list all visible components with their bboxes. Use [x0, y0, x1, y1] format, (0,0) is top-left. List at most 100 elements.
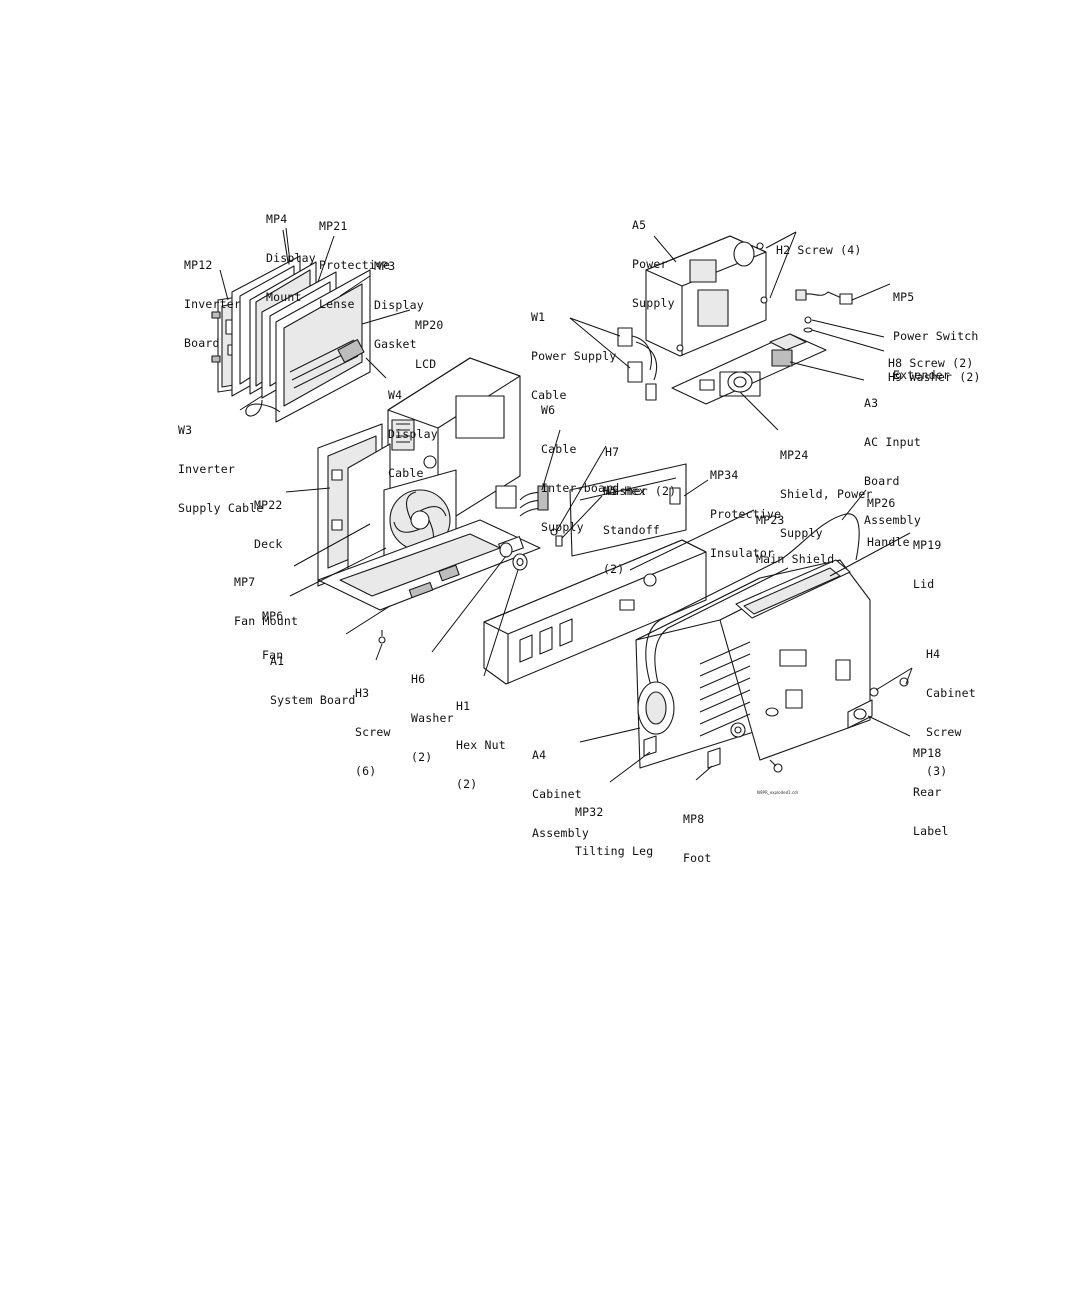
callout-w1-line2: Power Supply [531, 349, 617, 363]
lcd-panel [275, 269, 371, 423]
callout-mp32-line2: Tilting Leg [575, 844, 654, 858]
callout-mp34-line1: MP34 [710, 468, 739, 482]
callout-mp20-line1: MP20 [415, 318, 444, 332]
callout-w1-line3: Cable [531, 388, 567, 402]
callout-mp21: MP21 Protective Lense [319, 194, 390, 324]
callout-mp8-line1: MP8 [683, 812, 705, 826]
callout-h5: H5 Hex Standoff (2) [603, 459, 660, 589]
callout-a5: A5 Power Supply [632, 193, 675, 323]
callout-mp26-line1: MP26 [867, 496, 896, 510]
callout-h2: H2 Screw (4) [776, 218, 861, 270]
callout-a5-line1: A5 [632, 218, 647, 232]
callout-mp3-line2: Display [374, 298, 424, 312]
callout-mp3: MP3 Display Gasket [374, 234, 424, 364]
callout-h2-line1: H2 Screw (4) [776, 243, 862, 257]
callout-mp20: MP20 LCD [415, 293, 444, 384]
callout-mp21-line1: MP21 [319, 219, 348, 233]
callout-mp26-line2: Handle [867, 535, 910, 549]
callout-h9-line1: H9 Washer (2) [888, 370, 981, 384]
callout-mp7-line1: MP7 [234, 575, 256, 589]
callout-a5-line3: Supply [632, 296, 675, 310]
callout-mp18: MP18 Rear Label [913, 721, 949, 851]
callout-a3: A3 AC Input Board Assembly [864, 371, 921, 540]
callout-h4-line1: H4 [926, 647, 941, 661]
callout-a4: A4 Cabinet Assembly [532, 723, 589, 853]
callout-mp22: MP22 Deck [254, 473, 283, 564]
callout-a3-line2: AC Input [864, 435, 921, 449]
drawing-file-tag: N9PR_exploded1.cdr [757, 790, 799, 795]
callout-w6-line3: Inter-board [541, 481, 620, 495]
callout-a4-line3: Assembly [532, 826, 589, 840]
callout-w1: W1 Power Supply Cable [531, 285, 616, 415]
callout-mp23: MP23 Main Shield [756, 488, 834, 579]
callout-h3: H3 Screw (6) [355, 661, 391, 791]
callout-mp34: MP34 Protective Insulator [710, 443, 781, 573]
callout-mp20-line2: LCD [415, 357, 437, 371]
callout-mp7-line2: Fan Mount [234, 614, 299, 628]
callout-mp18-line1: MP18 [913, 746, 942, 760]
callout-h4-line4: (3) [926, 764, 948, 778]
callout-h4-line3: Screw [926, 725, 962, 739]
callout-mp12-line3: Board [184, 336, 220, 350]
callout-a3-line1: A3 [864, 396, 879, 410]
callout-mp21-line3: Lense [319, 297, 355, 311]
callout-mp24-line2: Shield, Power [780, 487, 873, 501]
lid [735, 559, 851, 619]
cabinet-screws [769, 677, 909, 773]
callout-mp24-line1: MP24 [780, 448, 809, 462]
callout-a4-line2: Cabinet [532, 787, 582, 801]
callout-mp3-line3: Gasket [374, 337, 417, 351]
callout-mp21-line2: Protective [319, 258, 391, 272]
system-board [317, 519, 541, 644]
callout-w4: W4 Display Cable [388, 363, 438, 493]
callout-w4-line2: Display [388, 427, 438, 441]
callout-h5-line1: H5 Hex [603, 484, 646, 498]
callout-mp23-line1: MP23 [756, 513, 785, 527]
callout-mp34-line2: Protective [710, 507, 782, 521]
callout-mp32-line1: MP32 [575, 805, 604, 819]
callout-mp24: MP24 Shield, Power Supply [780, 423, 873, 553]
callout-mp18-line2: Rear [913, 785, 942, 799]
power-supply-shield [719, 371, 761, 397]
callout-mp5: MP5 Power Switch Extender [893, 265, 978, 395]
leader-lines [219, 227, 913, 783]
callout-h1-line1: H1 [456, 699, 471, 713]
callout-mp6-line1: MP6 [262, 609, 284, 623]
callout-h7-line1: H7 [605, 445, 620, 459]
callout-mp5-line1: MP5 [893, 290, 915, 304]
callout-a1-line1: A1 [270, 654, 285, 668]
callout-h3-line3: (6) [355, 764, 377, 778]
callout-mp22-line2: Deck [254, 537, 283, 551]
callout-w1-line1: W1 [531, 310, 546, 324]
callout-h7-line2: Washer (2) [605, 484, 677, 498]
callout-h1: H1 Hex Nut (2) [456, 674, 506, 804]
callout-mp8-line2: Foot [683, 851, 712, 865]
callout-w4-line1: W4 [388, 388, 403, 402]
callout-h8: H8 Screw (2) [888, 331, 973, 383]
callout-h1-line3: (2) [456, 777, 478, 791]
callout-mp12-line1: MP12 [184, 258, 213, 272]
callout-mp4-line1: MP4 [266, 212, 288, 226]
callout-w6-line4: Supply [541, 520, 584, 534]
callout-mp5-line2: Power Switch [893, 329, 979, 343]
callout-w3-line2: Inverter [178, 462, 235, 476]
callout-mp34-line3: Insulator [710, 546, 775, 560]
callout-mp7: MP7 Fan Mount [234, 550, 298, 641]
callout-w4-line3: Cable [388, 466, 424, 480]
callout-mp19: MP19 Lid [913, 513, 942, 604]
callout-mp12-line2: Inverter [184, 297, 241, 311]
callout-h6: H6 Washer (2) [411, 647, 454, 777]
callout-h7: H7 Washer (2) [605, 420, 676, 511]
callout-h6-line1: H6 [411, 672, 426, 686]
callout-mp3-line1: MP3 [374, 259, 396, 273]
ac-input-board [671, 316, 827, 405]
main-shield [483, 539, 707, 685]
callout-mp8: MP8 Foot [683, 787, 712, 878]
callout-a1: A1 System Board [270, 629, 355, 720]
callout-w6: W6 Cable Inter-board Supply [541, 378, 619, 547]
callout-h3-line2: Screw [355, 725, 391, 739]
rear-label [847, 699, 873, 729]
power-supply [645, 235, 768, 357]
